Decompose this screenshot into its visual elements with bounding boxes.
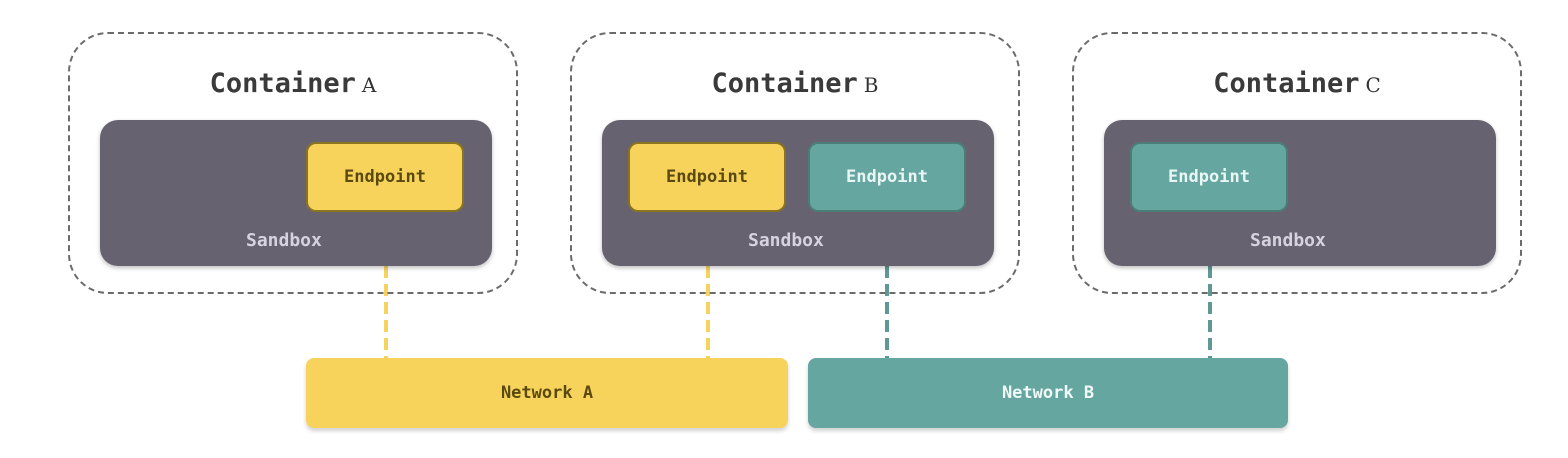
container-title-text: Container: [711, 68, 858, 99]
container-suffix: C: [1365, 73, 1381, 97]
endpoint-b-network-b[interactable]: Endpoint: [808, 142, 966, 212]
sandbox-a: Endpoint Sandbox: [100, 120, 492, 266]
sandbox-label: Sandbox: [748, 230, 824, 251]
network-a[interactable]: Network A: [306, 358, 788, 428]
container-suffix: B: [863, 73, 879, 97]
container-title-text: Container: [209, 68, 356, 99]
sandbox-label: Sandbox: [246, 230, 322, 251]
endpoint-a[interactable]: Endpoint: [306, 142, 464, 212]
sandbox-label: Sandbox: [1250, 230, 1326, 251]
sandbox-c: Endpoint Sandbox: [1104, 120, 1496, 266]
container-title-text: Container: [1213, 68, 1360, 99]
container-suffix: A: [361, 73, 377, 97]
endpoint-c[interactable]: Endpoint: [1130, 142, 1288, 212]
sandbox-b: Endpoint Endpoint Sandbox: [602, 120, 994, 266]
network-b[interactable]: Network B: [808, 358, 1288, 428]
endpoint-b-network-a[interactable]: Endpoint: [628, 142, 786, 212]
